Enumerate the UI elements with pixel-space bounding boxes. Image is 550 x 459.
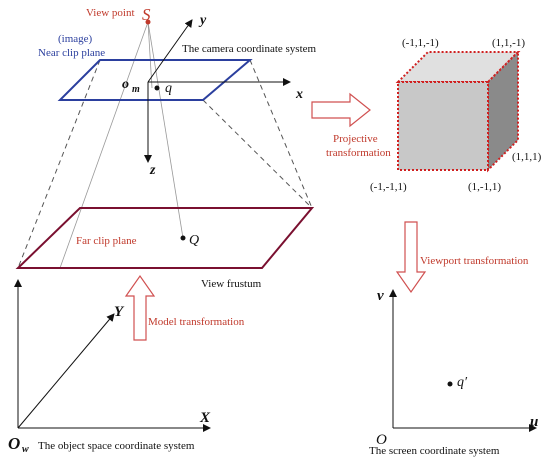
space-point-dot [180, 235, 186, 241]
viewport-arrow [395, 221, 427, 294]
view-point-dot [145, 19, 151, 25]
camera-y-label: y [198, 13, 207, 28]
object-system-label: The object space coordinate system [38, 440, 195, 452]
camera-z-label: z [149, 163, 156, 178]
projective-label-1: Projective [333, 133, 378, 145]
near-plane-prefix: (image) [58, 33, 93, 45]
object-origin-subscript: w [22, 444, 29, 455]
camera-x-label: x [295, 87, 303, 102]
camera-system-label: The camera coordinate system [182, 43, 317, 55]
cube-corner-top-left-back: (-1,1,-1) [402, 37, 439, 49]
screen-system-label: The screen coordinate system [369, 445, 500, 457]
cube-corner-bottom-right-front: (1,-1,1) [468, 181, 501, 193]
image-point-dot [154, 85, 160, 91]
screen-point-label: q′ [457, 375, 468, 390]
viewport-label: Viewport transformation [420, 255, 529, 267]
object-X-label: X [199, 410, 211, 426]
space-point-label: Q [189, 233, 199, 248]
frustum-edges [17, 59, 313, 269]
screen-origin-label: O [376, 432, 387, 448]
projective-label-2: transformation [326, 147, 391, 159]
view-point-label: View point [86, 7, 135, 19]
projective-arrow [311, 92, 371, 128]
screen-v-label: v [377, 288, 384, 304]
near-plane-label: Near clip plane [38, 47, 105, 59]
ndc-cube [395, 49, 521, 173]
model-arrow [124, 274, 156, 341]
screen-point-dot [447, 381, 453, 387]
object-Y-axis [17, 313, 115, 429]
camera-y-axis [147, 19, 193, 83]
object-origin-label: O [8, 434, 20, 453]
near-clip-plane [57, 59, 253, 101]
camera-origin-subscript: m [132, 84, 140, 95]
far-clip-plane [15, 207, 315, 269]
view-point-symbol: S [142, 5, 151, 24]
object-Y-label: Y [114, 304, 125, 320]
screen-u-label: u [530, 414, 538, 430]
image-point-label: q [165, 81, 172, 96]
cube-side-face [487, 49, 519, 173]
camera-origin-label: o [122, 77, 129, 92]
view-frustum-label: View frustum [201, 278, 262, 290]
cube-front-face [397, 81, 489, 171]
far-plane-label: Far clip plane [76, 235, 137, 247]
cube-corner-top-right-back: (1,1,-1) [492, 37, 525, 49]
cube-corner-right-front: (1,1,1) [512, 151, 542, 163]
model-label: Model transformation [148, 316, 245, 328]
cube-corner-bottom-left-front: (-1,-1,1) [370, 181, 407, 193]
